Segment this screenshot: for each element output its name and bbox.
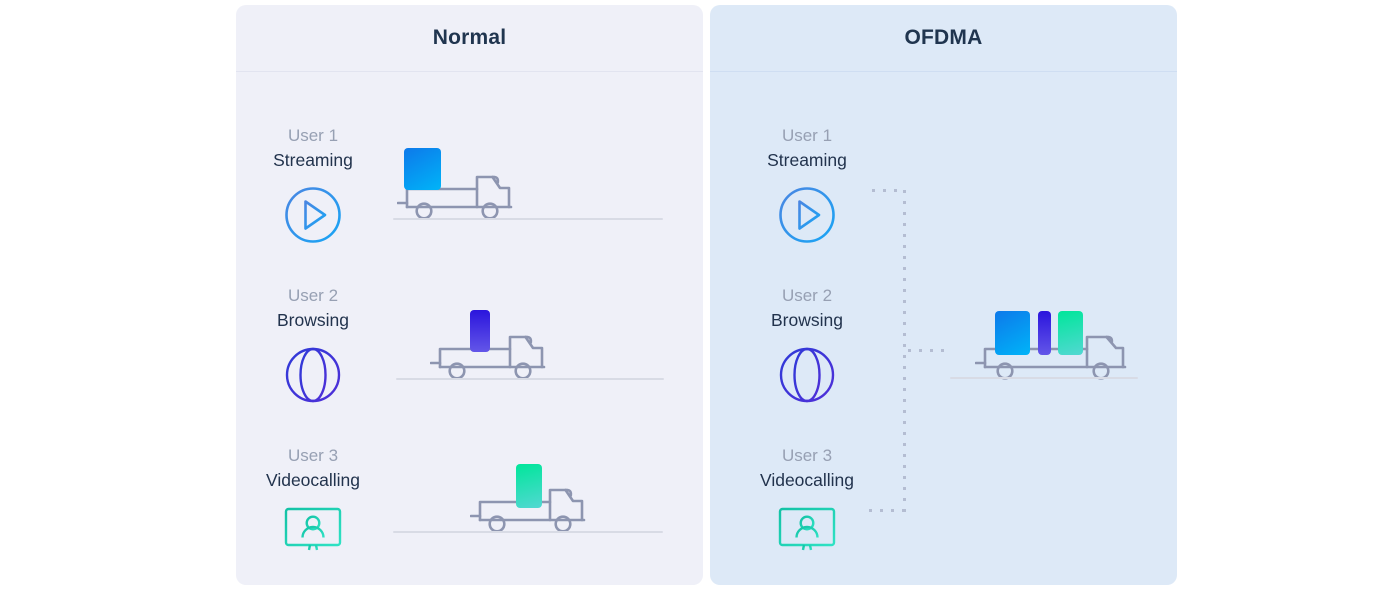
cargo-videocalling <box>516 464 542 508</box>
ground-line <box>393 531 663 533</box>
panel-normal: Normal User 1 Streaming User 2 Browsing <box>236 5 703 585</box>
panel-normal-title: Normal <box>432 26 507 49</box>
cargo-streaming <box>995 311 1030 355</box>
truck-shared <box>975 311 1133 382</box>
normal-user1-block: User 1 Streaming <box>243 124 383 249</box>
globe-icon <box>284 346 342 404</box>
ground-line <box>393 218 663 220</box>
user-activity: Videocalling <box>759 470 855 490</box>
ground-line <box>950 377 1138 379</box>
panel-ofdma: OFDMA User 1 Streaming User 2 Browsing <box>710 5 1177 585</box>
dotted-connector-to-truck <box>908 349 948 352</box>
dotted-connector-user3 <box>869 509 904 512</box>
normal-user3-block: User 3 Videocalling <box>243 444 383 561</box>
ofdma-user2-block: User 2 Browsing <box>737 284 877 409</box>
truck-user1 <box>397 148 519 222</box>
videocall-icon <box>283 506 343 556</box>
dotted-connector-vertical <box>903 190 906 512</box>
user-activity: Browsing <box>771 310 843 330</box>
truck-user3 <box>470 464 592 535</box>
user-activity: Streaming <box>273 150 353 170</box>
user-activity: Browsing <box>277 310 349 330</box>
globe-icon <box>778 346 836 404</box>
play-icon <box>284 186 342 244</box>
truck-icon <box>430 330 552 382</box>
play-icon <box>778 186 836 244</box>
user-label: User 3 <box>287 446 339 465</box>
user-label: User 2 <box>287 286 339 305</box>
ofdma-user1-block: User 1 Streaming <box>737 124 877 249</box>
dotted-connector-user1 <box>872 189 904 192</box>
user-activity: Videocalling <box>265 470 361 490</box>
cargo-streaming <box>404 148 441 190</box>
user-label: User 1 <box>287 126 339 145</box>
videocall-icon <box>777 506 837 556</box>
ofdma-user3-block: User 3 Videocalling <box>737 444 877 561</box>
user-label: User 2 <box>781 286 833 305</box>
user-activity: Streaming <box>767 150 847 170</box>
user-label: User 3 <box>781 446 833 465</box>
truck-user2 <box>430 310 552 382</box>
cargo-browsing <box>1038 311 1051 355</box>
normal-user2-block: User 2 Browsing <box>243 284 383 409</box>
panel-normal-header: Normal <box>236 5 703 72</box>
panel-ofdma-title: OFDMA <box>904 26 983 49</box>
cargo-browsing <box>470 310 490 352</box>
ground-line <box>396 378 664 380</box>
user-label: User 1 <box>781 126 833 145</box>
panel-ofdma-header: OFDMA <box>710 5 1177 72</box>
cargo-videocalling <box>1058 311 1083 355</box>
